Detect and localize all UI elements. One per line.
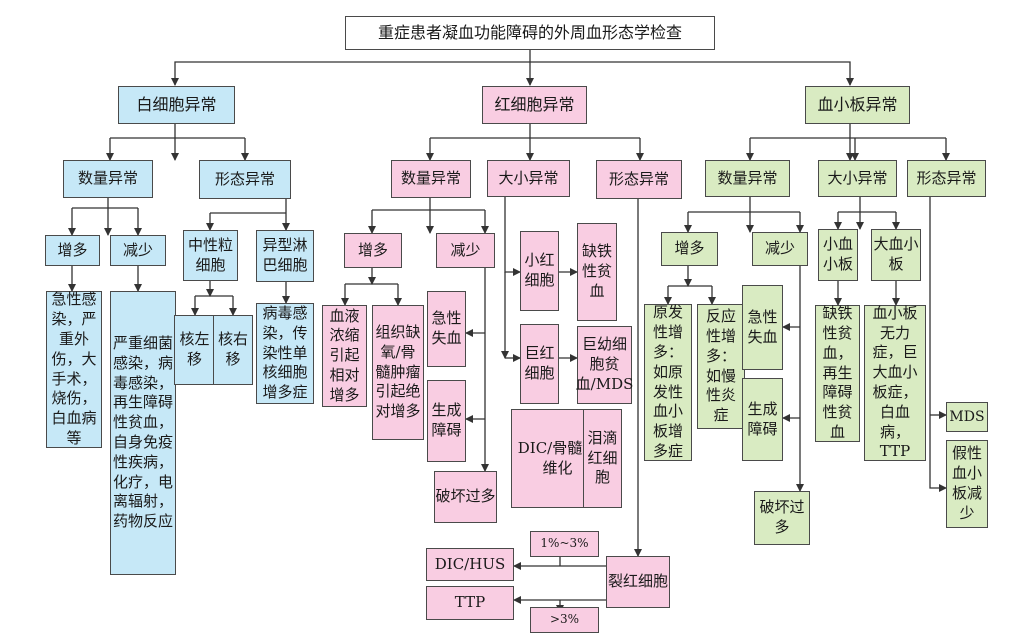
megaloblastic-anemia-node: 巨幼细胞贫血/MDS <box>576 326 633 404</box>
microcyte-node: 小红细胞 <box>520 231 559 311</box>
small-platelet-causes: 缺铁性贫血，再生障碍性贫血 <box>815 304 860 442</box>
ttp-node: TTP <box>426 586 514 620</box>
plt-morph-node: 形态异常 <box>907 160 986 197</box>
large-platelet-node: 大血小板 <box>871 229 921 281</box>
plt-count-node: 数量异常 <box>705 160 790 197</box>
pseudothrombocytopenia-node: 假性血小板减少 <box>946 440 988 528</box>
plt-increase-node: 增多 <box>661 232 718 266</box>
neutrophil-node: 中性粒细胞 <box>183 230 238 281</box>
wbc-abnormal-node: 白细胞异常 <box>118 86 235 124</box>
schistocyte-node: 裂红细胞 <box>606 556 670 608</box>
wbc-increase-node: 增多 <box>45 235 100 266</box>
plt-decrease-node: 减少 <box>752 232 808 266</box>
mds-node: MDS <box>946 402 988 432</box>
rbc-absolute-increase: 组织缺氧/骨髓肿瘤引起绝对增多 <box>372 305 424 440</box>
rbc-relative-increase: 血液浓缩引起相对增多 <box>322 305 367 407</box>
rbc-size-node: 大小异常 <box>487 160 570 197</box>
atypical-lymph-causes: 病毒感染，传染性单核细胞增多症 <box>256 303 314 404</box>
wbc-increase-causes: 急性感染，严重外伤，大手术，烧伤，白血病等 <box>46 290 102 448</box>
plt-abnormal-node: 血小板异常 <box>805 86 910 124</box>
primary-thrombocytosis: 原发性增多：如原发性血小板增多症 <box>644 303 692 461</box>
right-shift-node: 核右移 <box>213 315 253 385</box>
plt-acute-blood-loss: 急性失血 <box>742 285 783 370</box>
teardrop-cell-node: 泪滴红细胞 <box>583 409 622 508</box>
wbc-morph-node: 形态异常 <box>199 160 291 199</box>
rbc-morph-node: 形态异常 <box>596 160 682 199</box>
schistocyte-high-percent-label: >3% <box>530 607 599 633</box>
plt-production-defect: 生成障碍 <box>742 378 783 461</box>
wbc-count-node: 数量异常 <box>63 160 153 198</box>
iron-deficiency-anemia-node: 缺铁性贫血 <box>577 223 617 321</box>
dic-hus-node: DIC/HUS <box>426 548 514 581</box>
rbc-acute-blood-loss: 急性失血 <box>427 291 466 367</box>
chart-title: 重症患者凝血功能障碍的外周血形态学检查 <box>345 16 715 50</box>
reactive-thrombocytosis: 反应性增多：如慢性炎症 <box>697 304 745 429</box>
large-platelet-causes: 血小板无力症，巨大血小板症，白血病，TTP <box>864 304 926 461</box>
left-shift-node: 核左移 <box>174 315 215 385</box>
schistocyte-low-percent-label: 1%~3% <box>530 531 599 557</box>
wbc-decrease-node: 减少 <box>110 235 166 266</box>
macrocyte-node: 巨红细胞 <box>520 324 559 404</box>
plt-size-node: 大小异常 <box>818 160 897 197</box>
rbc-production-defect: 生成障碍 <box>427 380 466 462</box>
wbc-decrease-causes: 严重细菌感染，病毒感染，再生障碍性贫血，自身免疫性疾病，化疗，电离辐射，药物反应 <box>110 291 176 575</box>
small-platelet-node: 小血小板 <box>818 229 858 281</box>
rbc-abnormal-node: 红细胞异常 <box>482 86 587 124</box>
rbc-count-node: 数量异常 <box>391 160 471 198</box>
rbc-decrease-node: 减少 <box>436 233 495 268</box>
plt-destruction: 破坏过多 <box>754 491 810 545</box>
rbc-increase-node: 增多 <box>344 233 402 268</box>
atypical-lymphocyte-node: 异型淋巴细胞 <box>256 230 314 282</box>
rbc-destruction: 破坏过多 <box>434 471 497 523</box>
